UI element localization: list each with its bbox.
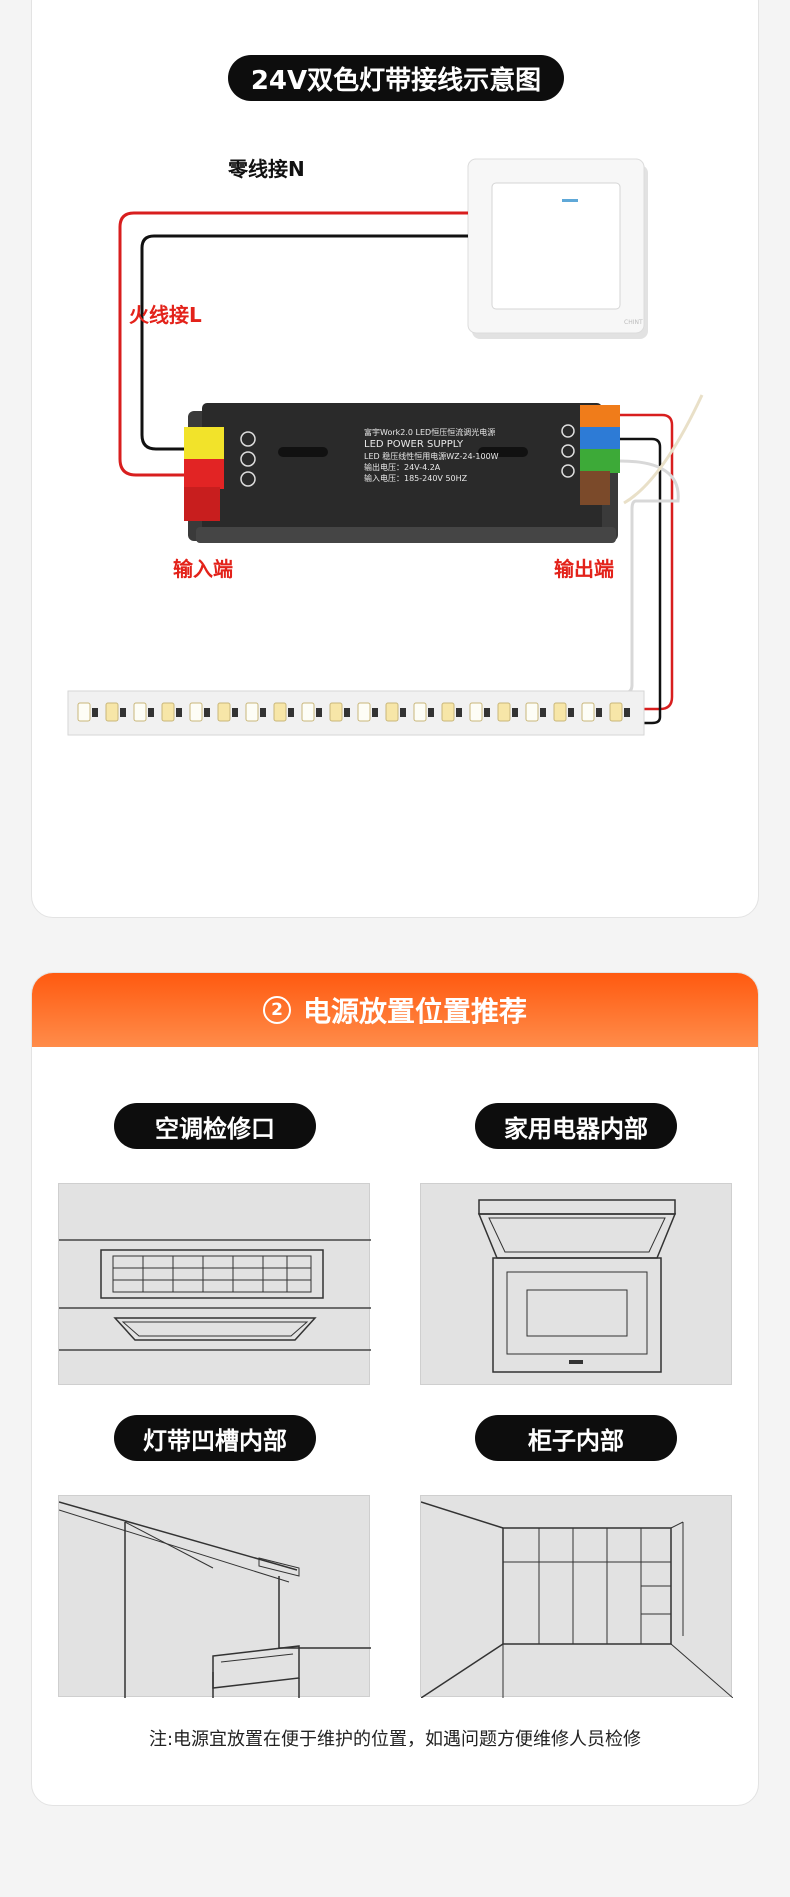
led-resistor: [624, 708, 630, 717]
led-chip: [581, 702, 595, 722]
output-wire-red: [620, 413, 674, 711]
led-resistor: [428, 708, 434, 717]
diagram-title: 24V双色灯带接线示意图: [228, 55, 564, 101]
led-chip: [385, 702, 399, 722]
led-resistor: [540, 708, 546, 717]
wiring-diagram: CHINT: [67, 158, 704, 736]
cabinet-interior-icon: [420, 1495, 733, 1698]
led-resistor: [232, 708, 238, 717]
wall-switch-icon: CHINT: [467, 158, 648, 339]
led-resistor: [288, 708, 294, 717]
svg-text:CHINT: CHINT: [624, 319, 643, 326]
led-resistor: [344, 708, 350, 717]
placement-header: 2 电源放置位置推荐: [32, 973, 758, 1047]
power-supply-icon: [184, 403, 620, 543]
led-chip: [329, 702, 343, 722]
option-label-ceiling-vent: 空调检修口: [114, 1103, 316, 1149]
ceiling-vent-icon: [58, 1183, 371, 1385]
neutral-label: 零线接N: [228, 157, 305, 181]
led-resistor: [568, 708, 574, 717]
step-number-badge: 2: [262, 996, 291, 1024]
placement-title: 电源放置位置推荐: [302, 995, 527, 1028]
output-wire-black: [620, 437, 662, 725]
led-chip: [189, 702, 203, 722]
led-chip: [609, 702, 623, 722]
led-chip: [133, 702, 147, 722]
neutral-wire: [140, 234, 468, 451]
live-wire: [118, 211, 468, 477]
led-chip: [469, 702, 483, 722]
led-resistor: [512, 708, 518, 717]
led-resistor: [596, 708, 602, 717]
psu-label: 富宇Work2.0 LED恒压恒流调光电源 LED POWER SUPPLY L…: [364, 428, 499, 483]
led-chip: [105, 702, 119, 722]
led-chip: [217, 702, 231, 722]
led-resistor: [260, 708, 266, 717]
led-chip: [497, 702, 511, 722]
placement-note: 注:电源宜放置在便于维护的位置，如遇问题方便维修人员检修: [148, 1729, 642, 1750]
led-strip-icon: [67, 690, 645, 736]
led-chip: [413, 702, 427, 722]
light-groove-icon: [58, 1495, 371, 1698]
led-resistor: [372, 708, 378, 717]
led-chip: [301, 702, 315, 722]
led-chip: [245, 702, 259, 722]
appliance-interior-icon: [420, 1183, 732, 1385]
led-chip: [357, 702, 371, 722]
led-chip: [77, 702, 91, 722]
led-resistor: [92, 708, 98, 717]
led-resistor: [400, 708, 406, 717]
option-label-light-groove: 灯带凹槽内部: [114, 1415, 316, 1461]
led-resistor: [456, 708, 462, 717]
input-label: 输入端: [173, 557, 233, 581]
led-chip: [525, 702, 539, 722]
output-label: 输出端: [554, 557, 614, 581]
placement-card: 2 电源放置位置推荐 空调检修口 家用电器内部: [31, 972, 759, 1806]
live-label: 火线接L: [129, 303, 202, 327]
led-resistor: [120, 708, 126, 717]
option-label-cabinet: 柜子内部: [475, 1415, 677, 1461]
output-wire-white: [612, 459, 680, 695]
led-resistor: [148, 708, 154, 717]
led-chip: [161, 702, 175, 722]
option-label-appliance: 家用电器内部: [475, 1103, 677, 1149]
led-resistor: [176, 708, 182, 717]
led-chip: [553, 702, 567, 722]
led-chip: [273, 702, 287, 722]
led-chip: [441, 702, 455, 722]
led-resistor: [484, 708, 490, 717]
led-resistor: [204, 708, 210, 717]
wiring-diagram-card: 24V双色灯带接线示意图 CHINT: [31, 0, 759, 918]
led-resistor: [316, 708, 322, 717]
